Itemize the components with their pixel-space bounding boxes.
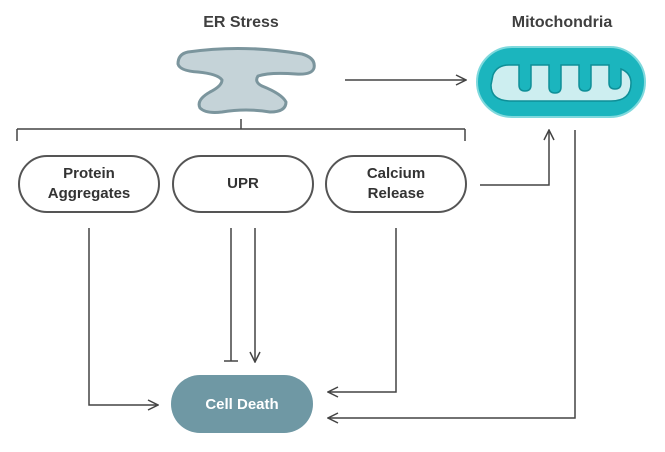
calcium-release-line-1: Calcium	[366, 165, 426, 182]
protein-aggregates-line-2: Aggregates	[47, 185, 131, 202]
mitochondrion-icon	[476, 46, 646, 118]
protein-aggregates-node: Protein Aggregates	[18, 155, 160, 213]
edge-mitochondria-to-cell-death	[328, 130, 576, 418]
edge-er-branch-bracket	[16, 119, 466, 141]
upr-node: UPR	[172, 155, 314, 213]
mitochondria-title: Mitochondria	[511, 14, 613, 31]
calcium-release-node: Calcium Release	[325, 155, 467, 213]
protein-aggregates-line-1: Protein	[63, 165, 115, 182]
calcium-release-line-2: Release	[367, 185, 425, 202]
edge-upr-inhibits-cell-death	[224, 228, 238, 362]
endoplasmic-reticulum-icon	[176, 46, 316, 114]
cell-death-node: Cell Death	[171, 375, 313, 433]
edge-calcium-to-cell-death	[328, 228, 397, 392]
upr-label: UPR	[227, 175, 259, 192]
edge-protein-aggregates-to-cell-death	[88, 228, 158, 405]
edge-calcium-to-mitochondria	[480, 130, 549, 186]
er-stress-title: ER Stress	[203, 14, 279, 31]
